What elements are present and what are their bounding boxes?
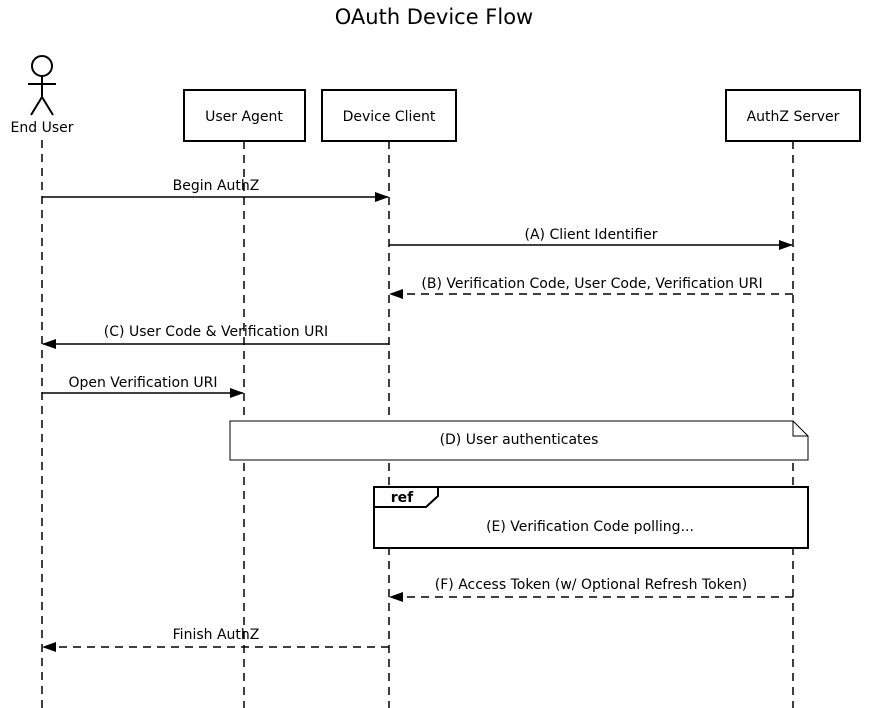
message-label-access-token: (F) Access Token (w/ Optional Refresh To…	[435, 577, 747, 593]
message-label-verification-code: (B) Verification Code, User Code, Verifi…	[421, 276, 762, 292]
actor-label-end-user: End User	[11, 120, 74, 136]
ref-frame-box	[373, 486, 809, 549]
participant-label-device-client: Device Client	[343, 109, 436, 125]
note-fold-corner	[792, 421, 808, 437]
ref-frame-tab	[374, 486, 439, 508]
participant-label-authz-server: AuthZ Server	[747, 109, 840, 125]
participant-box-authz-server	[725, 89, 861, 142]
ref-frame-tag: ref	[391, 490, 414, 506]
message-label-user-code: (C) User Code & Verification URI	[104, 324, 328, 340]
diagram-title: OAuth Device Flow	[335, 5, 534, 29]
ref-frame-label: (E) Verification Code polling...	[486, 519, 694, 535]
participant-label-user-agent: User Agent	[205, 109, 283, 125]
note-box	[229, 420, 809, 461]
message-label-client-identifier: (A) Client Identifier	[525, 227, 658, 243]
message-label-finish-authz: Finish AuthZ	[173, 627, 260, 643]
message-label-open-verification-uri: Open Verification URI	[68, 375, 217, 391]
note-label: (D) User authenticates	[440, 432, 599, 448]
participant-box-device-client	[321, 89, 457, 142]
actor-stick-figure-icon	[28, 55, 56, 116]
message-label-begin-authz: Begin AuthZ	[173, 178, 260, 194]
participant-box-user-agent	[183, 89, 306, 142]
